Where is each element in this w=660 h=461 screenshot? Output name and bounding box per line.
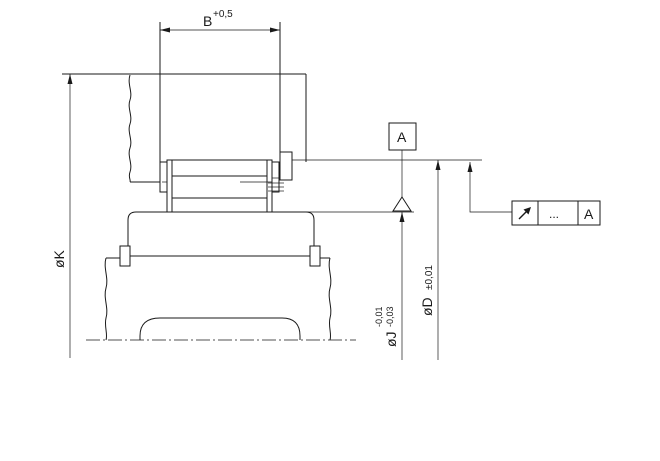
dim-j-tol-upper: -0,01: [374, 306, 384, 327]
housing: [62, 22, 307, 183]
bearing: [159, 151, 293, 213]
datum-a: A: [388, 122, 417, 212]
dim-d-label: øD: [419, 297, 435, 316]
dimension-d: øD ±0,01: [419, 160, 441, 360]
dim-d-tolerance: ±0,01: [424, 265, 435, 290]
dim-j-tol-lower: -0,03: [385, 306, 395, 327]
datum-a-letter: A: [397, 129, 407, 145]
dim-b-tolerance: +0,5: [213, 9, 233, 20]
dimension-b: B +0,5: [160, 9, 280, 33]
dimension-k: øK: [51, 74, 73, 358]
tolerance-value: ...: [549, 207, 559, 221]
dim-b-symbol: B: [203, 13, 212, 29]
dim-j-label: øJ: [383, 331, 399, 347]
tolerance-frame: ... A: [467, 162, 601, 226]
dimension-j: øJ -0,01 -0,03: [374, 212, 405, 360]
tolerance-datum: A: [584, 206, 594, 222]
shaft: [86, 211, 356, 341]
runout-arrow-icon: [518, 207, 531, 220]
dim-k-label: øK: [51, 249, 67, 268]
